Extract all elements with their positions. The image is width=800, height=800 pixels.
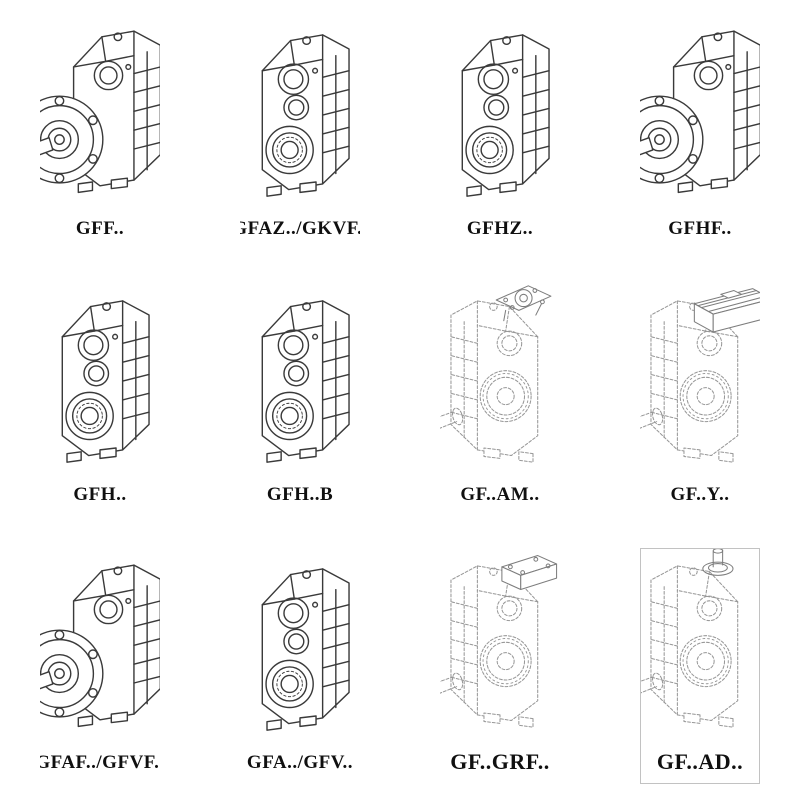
product-label: GFH..B <box>266 484 334 506</box>
gearbox-hollow-shaft-icon <box>240 283 360 481</box>
product-label: GF..GRF.. <box>450 748 550 774</box>
gearbox-adapter-flange-icon <box>440 283 560 481</box>
product-cell-gf-am: GF..AM.. <box>440 282 560 516</box>
product-cell-gfh: GFH.. <box>40 282 160 516</box>
product-label: GFA../GFV.. <box>246 752 354 774</box>
product-label: GFAF../GFVF.. <box>40 752 160 774</box>
product-cell-gf-y: GF..Y.. <box>640 282 760 516</box>
product-label: GF..AM.. <box>460 484 540 506</box>
gearbox-hollow-shaft-icon <box>240 17 360 215</box>
gearbox-hollow-shaft-icon <box>440 17 560 215</box>
gearbox-hollow-shaft-icon <box>40 283 160 481</box>
product-cell-gfaf-gfvf: GFAF../GFVF.. <box>40 548 160 784</box>
product-cell-gf-grf: GF..GRF.. <box>440 548 560 784</box>
product-label: GF..AD.. <box>656 748 744 774</box>
product-label: GFF.. <box>75 218 125 240</box>
product-label: GF..Y.. <box>670 484 730 506</box>
product-cell-gfh-b: GFH..B <box>240 282 360 516</box>
gearbox-flange-mounted-icon <box>40 551 160 749</box>
product-cell-gfaz-gkvf: GFAZ../GKVF.. <box>240 16 360 250</box>
product-cell-gff: GFF.. <box>40 16 160 250</box>
gearbox-hollow-shaft-icon <box>240 551 360 749</box>
gearbox-flange-mounted-icon <box>40 17 160 215</box>
product-label: GFHZ.. <box>466 218 534 240</box>
product-label: GFHF.. <box>668 218 732 240</box>
product-label: GFAZ../GKVF.. <box>240 218 360 240</box>
gearbox-flange-mounted-icon <box>640 17 760 215</box>
gearbox-adapter-box-icon <box>440 548 560 746</box>
product-cell-gfhf: GFHF.. <box>640 16 760 250</box>
gearbox-input-shaft-icon <box>640 548 760 746</box>
product-cell-gf-ad: GF..AD.. <box>640 548 760 784</box>
product-cell-gfhz: GFHZ.. <box>440 16 560 250</box>
product-cell-gfa-gfv: GFA../GFV.. <box>240 548 360 784</box>
gearbox-with-motor-icon <box>640 283 760 481</box>
product-label: GFH.. <box>73 484 127 506</box>
